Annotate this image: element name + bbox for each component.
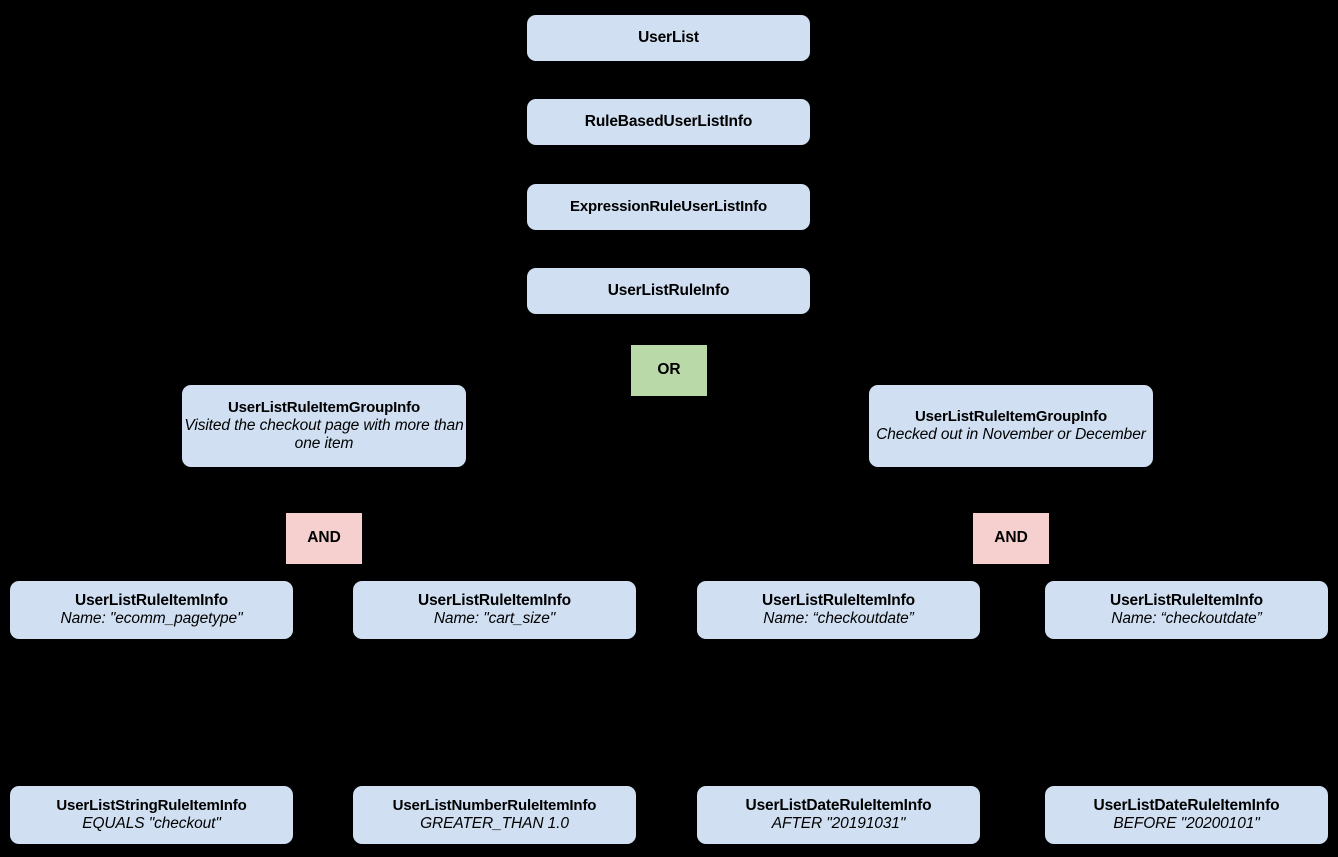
arrowhead [663,176,674,184]
node-subtitle: Name: "ecomm_pagetype" [60,610,243,627]
node-or-op[interactable]: OR [631,345,707,396]
node-subtitle: Name: “checkoutdate” [763,610,914,627]
node-userlist[interactable]: UserList [527,15,810,61]
node-title: RuleBasedUserListInfo [584,112,753,130]
node-title: UserListNumberRuleItemInfo [392,797,597,815]
node-title: UserListRuleItemInfo [418,591,571,609]
arrowhead [1006,377,1016,385]
arrowhead [663,91,674,99]
operator-label: OR [657,361,681,379]
node-title: UserListStringRuleItemInfo [56,797,247,815]
arrowhead [663,260,674,268]
node-userlistruleinfo[interactable]: UserListRuleInfo [527,268,810,314]
arrowhead [1181,778,1192,786]
node-title: UserListRuleItemGroupInfo [914,408,1108,426]
node-title: ExpressionRuleUserListInfo [570,198,767,216]
node-title: UserListDateRuleItemInfo [1093,796,1280,814]
edge-userlistruleinfo-to-group-left [323,313,670,379]
node-title: UserListRuleItemInfo [762,591,915,609]
arrowhead [146,778,157,786]
node-subtitle: Name: "cart_size" [433,610,556,627]
node-subtitle: Name: “checkoutdate” [1111,610,1262,627]
node-and-left[interactable]: AND [286,513,362,564]
node-title: UserListRuleItemInfo [75,591,228,609]
node-title: UserListRuleInfo [607,281,730,299]
node-title: UserList [638,28,699,46]
arrowhead [489,573,500,581]
arrowhead [489,778,500,786]
node-title: UserListRuleItemGroupInfo [227,398,421,416]
node-title: UserListRuleItemInfo [1110,591,1263,609]
node-subtitle: AFTER "20191031" [771,815,906,832]
arrowhead [319,377,329,385]
arrowhead [833,778,844,786]
node-expressionruleuserlistinfo[interactable]: ExpressionRuleUserListInfo [527,184,810,230]
node-subtitle: Visited the checkout page with more than… [184,416,464,452]
edge-userlistruleinfo-to-group-right [667,313,1012,379]
node-subtitle: Checked out in November or December [876,425,1146,443]
node-subtitle: EQUALS "checkout" [82,814,221,832]
node-rulebaseduserlistinfo[interactable]: RuleBasedUserListInfo [527,99,810,145]
arrowhead [833,573,844,581]
operator-label: AND [994,529,1028,547]
node-subtitle: GREATER_THAN 1.0 [420,814,569,832]
node-subtitle: BEFORE "20200101" [1113,815,1260,832]
node-title: UserListDateRuleItemInfo [745,796,932,814]
node-and-right[interactable]: AND [973,513,1049,564]
operator-label: AND [307,529,341,547]
arrowhead [1181,573,1192,581]
arrowhead [146,573,157,581]
